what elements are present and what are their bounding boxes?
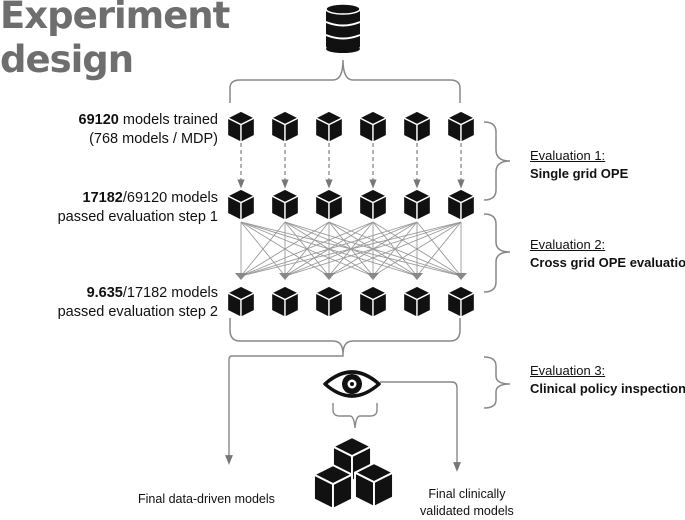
final-models-brace (229, 318, 461, 355)
model-cube-icon (314, 285, 344, 318)
cross-grid-line (240, 221, 462, 277)
eye-icon (323, 370, 381, 398)
filter-arrows (237, 143, 465, 189)
evaluation-1-bracket (483, 121, 511, 201)
cross-grid-arrowhead (323, 273, 335, 280)
model-cube-icon (402, 110, 432, 143)
evaluation-3-name: Clinical policy inspection (530, 381, 685, 396)
cross-grid-arrowhead (411, 273, 423, 280)
evaluation-2-heading: Evaluation 2: (530, 237, 606, 252)
stage-1-text: models trained (118, 112, 218, 128)
cross-grid-arrowheads (235, 273, 467, 280)
stage-3-count: 9.635 (86, 285, 123, 301)
cross-grid-arrowhead (367, 273, 379, 280)
evaluation-1-heading: Evaluation 1: (530, 148, 606, 163)
model-cube-rows (226, 110, 476, 318)
model-cube-icon (402, 188, 432, 221)
cross-grid-line (240, 221, 418, 277)
evaluation-2: Evaluation 2: Cross grid OPE evaluation (530, 236, 685, 272)
evaluation-2-name: Cross grid OPE evaluation (530, 255, 685, 270)
database-brace (229, 59, 461, 103)
model-cube-icon (446, 285, 476, 318)
evaluation-1: Evaluation 1: Single grid OPE (530, 147, 628, 183)
title-line-2: design (0, 38, 134, 81)
page-title: Experiment design (0, 0, 230, 82)
cross-grid-line (240, 221, 374, 277)
stage-1-label: 69120 models trained (768 models / MDP) (79, 111, 218, 149)
model-cube-icon (226, 110, 256, 143)
cross-grid-arrowhead (235, 273, 247, 280)
evaluation-2-bracket (483, 213, 511, 293)
cross-grid-arrowhead (455, 273, 467, 280)
model-cube-icon (358, 188, 388, 221)
stage-2-count: 17182 (82, 190, 123, 206)
cubes-stack-icon (313, 436, 394, 510)
cross-grid-line (240, 221, 286, 277)
title-line-1: Experiment (0, 0, 230, 37)
cross-grid-line (416, 221, 462, 277)
model-cube-icon (270, 188, 300, 221)
stage-3-text: /17182 models (122, 285, 218, 301)
stage-2-subtext: passed evaluation step 1 (57, 209, 218, 225)
database-icon (325, 3, 361, 53)
model-cube-icon (270, 285, 300, 318)
cross-grid-line (240, 221, 330, 277)
cross-grid-line (284, 221, 462, 277)
model-cube-icon (358, 110, 388, 143)
stage-1-subtext: (768 models / MDP) (89, 131, 218, 147)
model-cube-icon (314, 188, 344, 221)
stage-3-subtext: passed evaluation step 2 (57, 304, 218, 320)
cross-grid-line (328, 221, 462, 277)
stage-2-label: 17182/69120 models passed evaluation ste… (58, 189, 218, 227)
evaluation-3-bracket (483, 356, 511, 409)
model-cube-icon (402, 285, 432, 318)
model-cube-icon (270, 110, 300, 143)
model-cube-icon (226, 285, 256, 318)
inspection-brace (332, 403, 378, 429)
cross-grid-line (372, 221, 462, 277)
stage-3-label: 9.635/17182 models passed evaluation ste… (58, 284, 218, 322)
output-clinically-validated-line-1: Final clinically (428, 487, 506, 501)
clinical-arrow (380, 381, 461, 472)
evaluation-3-heading: Evaluation 3: (530, 363, 606, 378)
output-data-driven: Final data-driven models (138, 492, 275, 506)
model-cube-icon (446, 110, 476, 143)
model-cube-icon (446, 188, 476, 221)
evaluation-1-name: Single grid OPE (530, 166, 629, 181)
stage-1-count: 69120 (78, 112, 119, 128)
model-cube-icon (226, 188, 256, 221)
stage-2-text: /69120 models (122, 190, 218, 206)
model-cube-icon (358, 285, 388, 318)
evaluation-3: Evaluation 3: Clinical policy inspection (530, 362, 685, 398)
cross-grid-arrowhead (279, 273, 291, 280)
data-driven-arrow (225, 354, 344, 465)
cross-grid-connections (240, 221, 462, 277)
model-cube-icon (314, 110, 344, 143)
